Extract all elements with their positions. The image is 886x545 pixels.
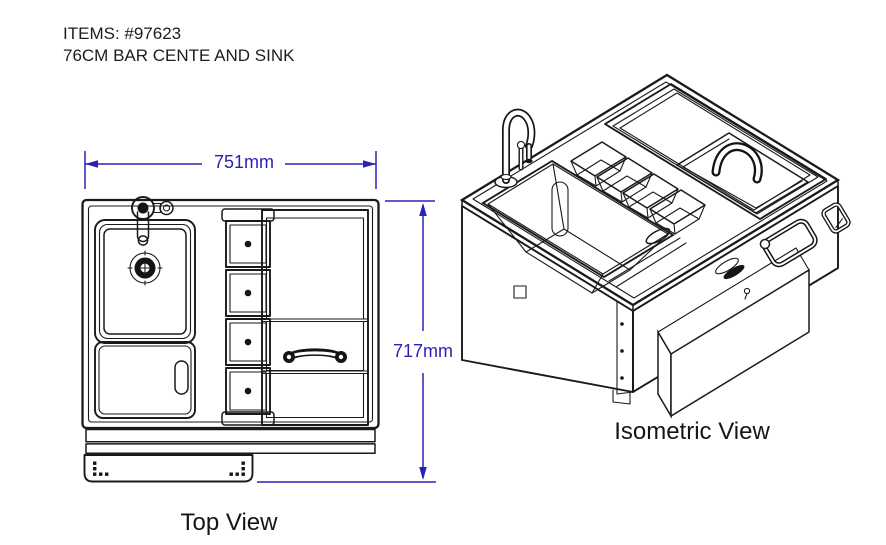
iso-faucet [494, 108, 536, 189]
iso-lid [676, 132, 809, 214]
iso-board-slot [645, 227, 671, 245]
garnish-tray-1 [225, 220, 271, 268]
title-product-line: 76CM BAR CENTE AND SINK [63, 46, 295, 65]
dimension-width-lines [84, 151, 377, 189]
garnish-tray-2 [225, 269, 271, 317]
iso-bottle-opener [821, 202, 851, 234]
faucet-spout-tip [137, 235, 149, 246]
sink-basin [94, 219, 196, 344]
faucet-spout [136, 211, 150, 243]
iso-apron-slot [715, 257, 745, 280]
title-items-line: ITEMS: #97623 [63, 24, 182, 43]
dimension-width-text: 751mm [213, 152, 275, 172]
iso-mount-tab [513, 285, 527, 299]
iso-sink [481, 159, 675, 294]
drain [127, 250, 163, 286]
board-handle-slot [174, 360, 189, 395]
top-view-drawing [81, 196, 380, 483]
faucet [131, 196, 174, 246]
iso-corner-post [513, 285, 634, 405]
iso-faucet-handle-knob [516, 140, 526, 150]
speed-rail [83, 454, 254, 483]
iso-deck-step [608, 237, 687, 288]
iso-drain-channel [551, 181, 569, 237]
dimension-height-lines [257, 200, 436, 483]
garnish-tray-column [221, 208, 275, 426]
garnish-tray-3 [225, 318, 271, 366]
ice-bin-opening [265, 217, 365, 320]
lower-panel [265, 372, 365, 419]
dimension-height-text: 717mm [392, 341, 454, 361]
cabinet-outline [81, 198, 380, 430]
tray-column-bottom-cap [221, 411, 275, 426]
iso-lid-handle [711, 142, 763, 184]
cabinet-inner-rim [87, 205, 374, 423]
iso-towel-bar [759, 218, 818, 268]
iso-ice-bin [604, 83, 827, 220]
top-view-label: Top View [180, 509, 278, 536]
lid-panel [265, 320, 365, 372]
lid-handle [283, 348, 347, 363]
isometric-view-label: Isometric View [614, 418, 770, 445]
iso-speed-rail [657, 247, 810, 419]
front-apron [85, 428, 376, 455]
isometric-view-drawing [459, 73, 851, 419]
iso-spout-tip [525, 158, 533, 164]
garnish-tray-4 [225, 367, 271, 415]
cutting-board [94, 341, 196, 419]
title-block: ITEMS: #97623 76CM BAR CENTE AND SINK [63, 23, 294, 67]
ice-bin-module [261, 209, 369, 426]
speed-rail-rivets [93, 461, 245, 476]
iso-rail-keyhole [743, 287, 751, 295]
iso-garnish-bins [570, 141, 706, 235]
